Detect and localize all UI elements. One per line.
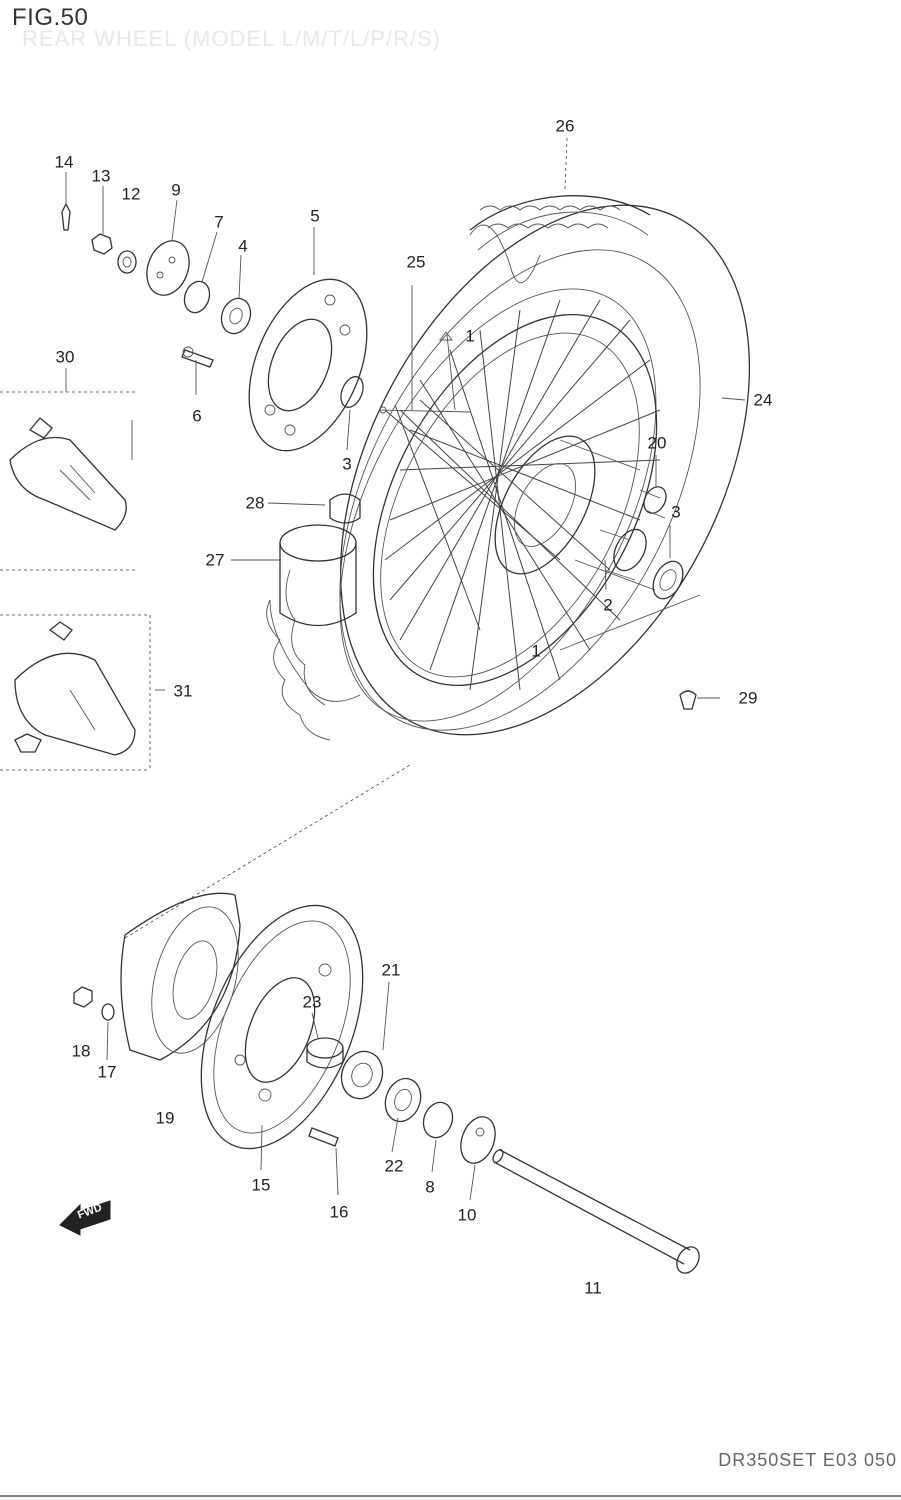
chain-guard-31-drawing [0, 614, 151, 771]
tire-drawing [266, 195, 751, 741]
callout-26: 26 [555, 116, 575, 136]
left-small-parts-drawing [61, 202, 252, 368]
nut-18-drawing [73, 986, 93, 1008]
drum-drawing [269, 493, 361, 702]
callout-23: 23 [302, 992, 322, 1012]
callout-11: 11 [584, 1278, 602, 1298]
callout-24: 24 [753, 390, 773, 410]
callout-5: 5 [310, 206, 320, 226]
hub-drawing [494, 435, 701, 651]
assembly-separator [124, 764, 411, 939]
sprocket-carrier-drawing [120, 892, 241, 1061]
callout-3-left: 3 [342, 454, 352, 474]
callout-2: 2 [603, 595, 613, 615]
callout-27: 27 [205, 550, 225, 570]
callout-22: 22 [384, 1156, 404, 1176]
callout-6: 6 [192, 406, 202, 426]
chain-adjuster-10-drawing [460, 1116, 496, 1164]
callout-25: 25 [406, 252, 426, 272]
callout-28: 28 [245, 493, 265, 513]
chain-guard-30-drawing [0, 391, 135, 571]
figure-subtitle: REAR WHEEL (MODEL L/M/T/L/P/R/S) [22, 26, 442, 51]
rear-sprocket-drawing [200, 904, 364, 1150]
callout-1-lower: 1 [531, 641, 541, 661]
bolt-16-drawing [308, 1127, 339, 1147]
spacer-23-drawing [306, 1037, 344, 1059]
bearing-21-drawing [340, 1050, 384, 1100]
washer-17-drawing [101, 1003, 115, 1021]
fwd-arrow-icon [59, 1200, 111, 1236]
axle-11-drawing [492, 1148, 700, 1274]
callout-29: 29 [738, 688, 758, 708]
callout-20: 20 [647, 433, 667, 453]
leader-lines [65, 137, 746, 1201]
callout-30: 30 [55, 347, 75, 367]
callout-13: 13 [91, 166, 111, 186]
figure-title: FIG.50 [12, 4, 89, 31]
callout-3-right: 3 [671, 502, 681, 522]
drawing-code: DR350SET E03 050 [718, 1450, 897, 1470]
plug-29-drawing [679, 690, 697, 710]
callout-15: 15 [251, 1175, 271, 1195]
callout-17: 17 [97, 1062, 117, 1082]
callout-1-upper: 1 [465, 326, 475, 346]
callout-16: 16 [329, 1202, 349, 1222]
brake-disc-drawing [248, 278, 368, 452]
rim-and-spokes-drawing [372, 299, 661, 691]
callout-12: 12 [121, 184, 141, 204]
callout-7: 7 [214, 212, 224, 232]
oil-seal-22-drawing [384, 1077, 422, 1123]
callout-18: 18 [71, 1041, 91, 1061]
callout-21: 21 [381, 960, 401, 980]
spacer-8-drawing [422, 1101, 454, 1139]
callout-14: 14 [54, 152, 74, 172]
callout-9: 9 [171, 180, 181, 200]
callout-31: 31 [173, 681, 193, 701]
callout-4: 4 [238, 236, 248, 256]
callout-19: 19 [155, 1108, 175, 1128]
callout-8: 8 [425, 1177, 435, 1197]
callout-10: 10 [457, 1205, 477, 1225]
